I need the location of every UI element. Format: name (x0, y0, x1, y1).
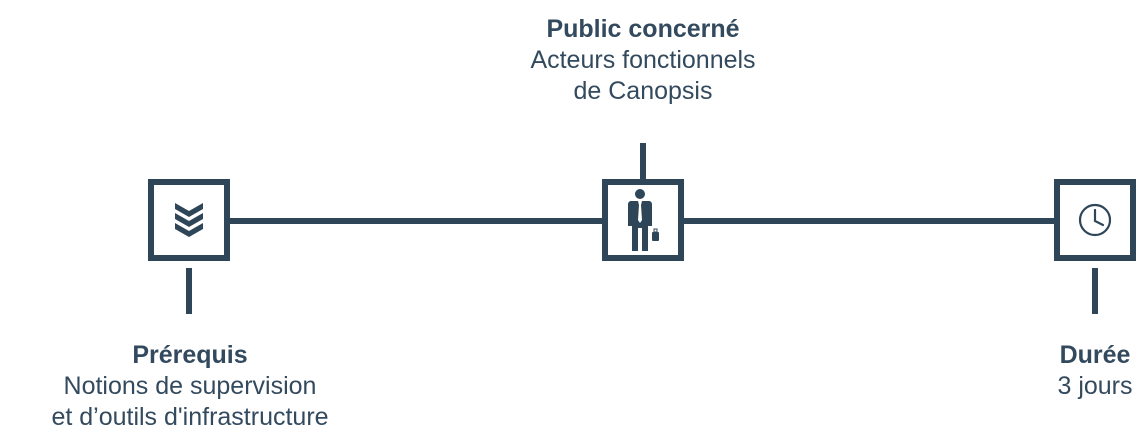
chevrons-down-icon (172, 200, 206, 240)
clock-icon (1077, 202, 1113, 238)
prerequis-line-2: et d’outils d'infrastructure (51, 403, 329, 431)
public-line-2: de Canopsis (573, 77, 713, 105)
stem-prerequis (186, 268, 192, 314)
duree-box (1054, 179, 1136, 261)
public-line-1: Acteurs fonctionnels (530, 46, 756, 74)
stem-public (640, 143, 646, 181)
prerequis-label: Prérequis Notions de supervision et d’ou… (0, 340, 380, 433)
businessman-icon (626, 188, 660, 252)
public-box (602, 179, 684, 261)
duree-label: Durée 3 jours (1020, 340, 1146, 402)
public-title: Public concerné (546, 15, 740, 43)
prerequis-title: Prérequis (132, 341, 248, 369)
public-label: Public concerné Acteurs fonctionnels de … (453, 14, 833, 107)
duree-line-1: 3 jours (1057, 372, 1133, 400)
prerequis-line-1: Notions de supervision (63, 372, 317, 400)
prerequis-box (148, 179, 230, 261)
duree-title: Durée (1059, 341, 1131, 369)
stem-duree (1092, 268, 1098, 314)
